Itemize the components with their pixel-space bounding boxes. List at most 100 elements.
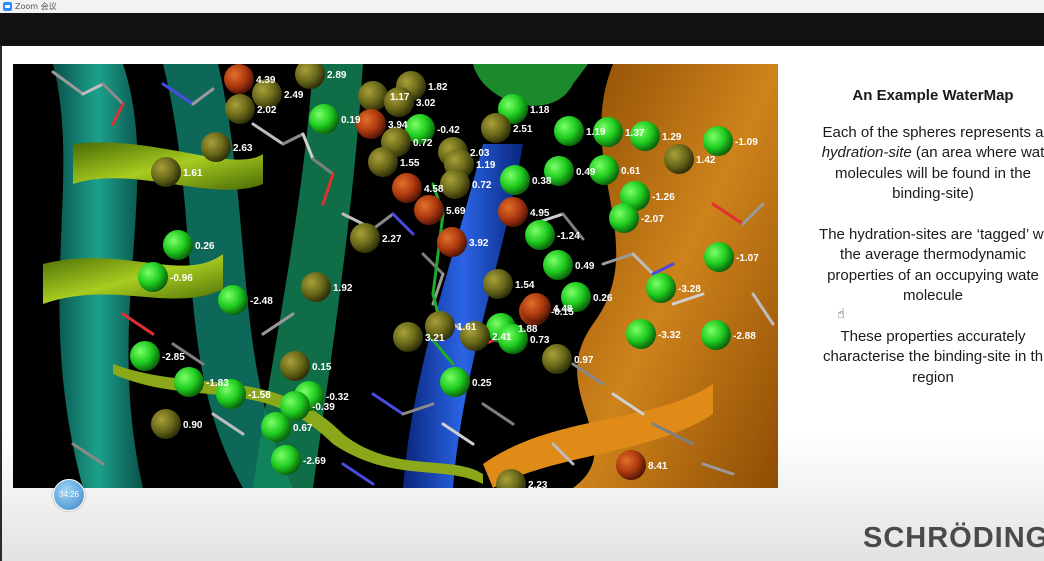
hydration-site-sphere — [350, 223, 380, 253]
hydration-site-label: 0.97 — [574, 355, 594, 366]
protein-ribbons — [43, 64, 778, 488]
text-line: Each of the spheres represents a — [822, 123, 1044, 141]
text-fragment: (an area where wat — [911, 144, 1044, 161]
hydration-site-label: -1.24 — [557, 231, 580, 242]
residue-bond — [261, 312, 295, 336]
hydration-site-sphere — [151, 409, 181, 439]
hydration-site-label: 1.37 — [625, 128, 645, 139]
hydration-site-label: 0.61 — [621, 166, 641, 177]
hydration-site-sphere — [414, 195, 444, 225]
residue-bond — [481, 402, 515, 426]
residue-bond — [401, 402, 435, 416]
residue-bond — [426, 332, 455, 366]
hydration-site-label: 0.38 — [532, 176, 552, 187]
hydration-site-label: 0.26 — [593, 293, 613, 304]
hydration-site-sphere — [704, 242, 734, 272]
residue-bond — [161, 82, 195, 106]
hydration-site-sphere — [384, 87, 414, 117]
hydration-site-label: 1.29 — [662, 132, 682, 143]
residue-bond — [441, 422, 475, 446]
hydration-site-sphere — [593, 117, 623, 147]
window-title-bar: Zoom 会议 — [0, 0, 1044, 14]
residue-bond — [311, 157, 335, 176]
residue-bond — [301, 132, 315, 161]
hydration-site-label: 2.89 — [327, 70, 347, 81]
hydration-site-sphere — [630, 121, 660, 151]
hydration-site-label: 3.92 — [469, 238, 489, 249]
hydration-site-label: 1.55 — [400, 158, 420, 169]
hydration-site-sphere — [218, 285, 248, 315]
hydration-site-sphere — [392, 173, 422, 203]
hydration-site-sphere — [609, 203, 639, 233]
paragraph-hydration-site: Each of the spheres represents a hydrati… — [808, 123, 1044, 205]
hydration-site-label: 4.39 — [256, 75, 276, 86]
residue-bond — [711, 202, 745, 226]
paragraph-tagged: The hydration-sites are ‘tagged’ wi the … — [808, 225, 1044, 307]
hydration-site-label: -0.32 — [326, 392, 349, 403]
hydration-site-label: -2.88 — [733, 331, 756, 342]
text-line: hydration-site (an area where wat — [808, 143, 1044, 164]
meeting-top-band — [0, 13, 1044, 46]
residue-bond — [191, 87, 215, 106]
residue-bond — [321, 172, 335, 206]
hydration-site-sphere — [130, 341, 160, 371]
hydration-site-sphere — [440, 169, 470, 199]
blue-strand-ribbon — [403, 144, 523, 488]
hydration-site-sphere — [616, 450, 646, 480]
hydration-site-sphere — [405, 114, 435, 144]
hydration-site-sphere — [356, 109, 386, 139]
slide-heading: An Example WaterMap — [852, 87, 1014, 104]
hydration-site-label: 0.19 — [341, 115, 361, 126]
orange-helix-ribbon — [573, 64, 778, 488]
hydration-site-label: 2.27 — [382, 234, 402, 245]
hydration-site-label: 4.48 — [553, 304, 573, 315]
residue-bond — [281, 132, 305, 146]
hydration-site-sphere — [201, 132, 231, 162]
hydration-site-label: 2.23 — [528, 480, 548, 488]
hydration-site-sphere — [271, 445, 301, 475]
hand-pointer-icon: ☝ — [837, 306, 845, 321]
residue-bond — [741, 202, 765, 226]
hydration-site-sphere — [358, 81, 388, 111]
schrodinger-logo: SCHRÖDINGE — [863, 522, 1044, 554]
residue-bond — [651, 262, 675, 276]
hydration-site-sphere — [554, 116, 584, 146]
hydration-site-label: 0.67 — [293, 423, 313, 434]
residue-bond — [671, 292, 705, 306]
residue-bond — [651, 422, 695, 446]
text-line: the average thermodynamic — [840, 246, 1026, 263]
hydration-site-sphere — [525, 220, 555, 250]
hydration-site-label: 0.49 — [575, 261, 595, 272]
hydration-site-sphere — [589, 155, 619, 185]
hydration-site-label: 1.61 — [457, 322, 477, 333]
residue-bond — [371, 212, 395, 231]
text-line: The hydration-sites are ‘tagged’ wi — [819, 225, 1044, 243]
hydration-site-label: -1.07 — [736, 253, 759, 264]
hydration-site-label: 5.69 — [446, 206, 466, 217]
hydration-site-label: 0.72 — [472, 180, 492, 191]
hydration-site-sphere — [703, 126, 733, 156]
hydration-site-label: 3.02 — [416, 98, 436, 109]
hydration-site-sphere — [224, 64, 254, 94]
hydration-site-sphere — [252, 79, 282, 109]
hydration-site-sphere — [309, 104, 339, 134]
lime-helix-ribbon-2 — [43, 254, 223, 304]
residue-bond — [601, 252, 635, 266]
hydration-site-label: 3.21 — [425, 333, 445, 344]
text-line: These properties accurately — [840, 327, 1026, 345]
hydration-site-label: 0.72 — [413, 138, 433, 149]
hydration-site-sphere — [544, 156, 574, 186]
residue-bond — [751, 292, 775, 326]
meeting-timer-badge[interactable]: 34:26 — [53, 479, 85, 511]
hydration-site-label: 0.15 — [312, 362, 332, 373]
residue-bond — [171, 342, 205, 366]
hydration-site-label: 1.82 — [428, 82, 448, 93]
residue-bond — [371, 392, 405, 416]
hydration-site-sphere — [701, 320, 731, 350]
hydration-site-sphere — [368, 147, 398, 177]
residue-bond — [341, 462, 375, 486]
paragraph-properties: These properties accurately characterise… — [808, 327, 1044, 389]
